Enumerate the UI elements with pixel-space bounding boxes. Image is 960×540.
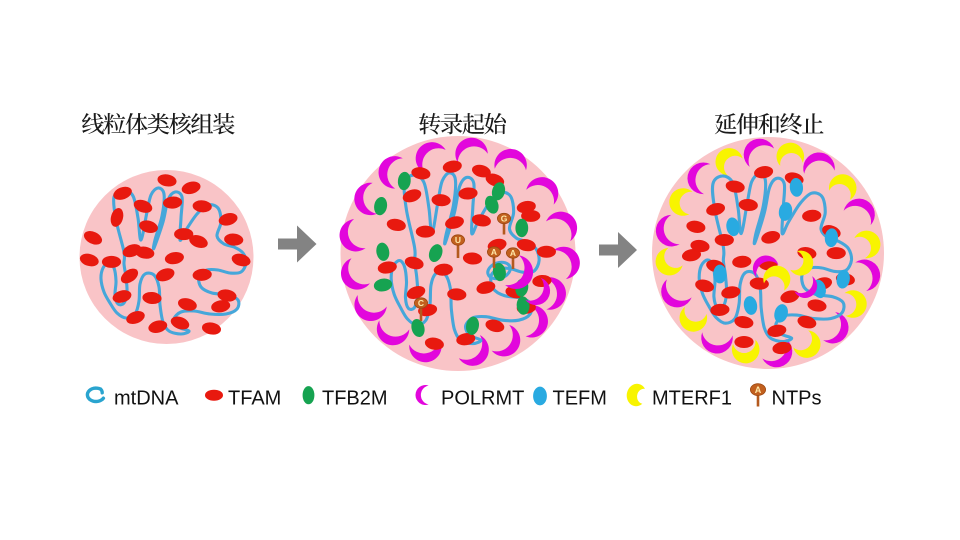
svg-text:TEFM: TEFM bbox=[553, 388, 607, 410]
svg-text:A: A bbox=[510, 248, 516, 258]
svg-text:A: A bbox=[491, 247, 497, 257]
svg-text:G: G bbox=[501, 213, 508, 223]
svg-text:POLRMT: POLRMT bbox=[441, 388, 524, 410]
svg-text:mtDNA: mtDNA bbox=[114, 388, 179, 410]
svg-text:NTPs: NTPs bbox=[772, 388, 822, 410]
svg-text:TFAM: TFAM bbox=[228, 388, 281, 410]
svg-text:C: C bbox=[418, 298, 424, 308]
svg-text:MTERF1: MTERF1 bbox=[652, 388, 732, 410]
svg-text:U: U bbox=[455, 235, 461, 245]
svg-text:A: A bbox=[755, 385, 762, 395]
svg-text:TFB2M: TFB2M bbox=[322, 388, 388, 410]
